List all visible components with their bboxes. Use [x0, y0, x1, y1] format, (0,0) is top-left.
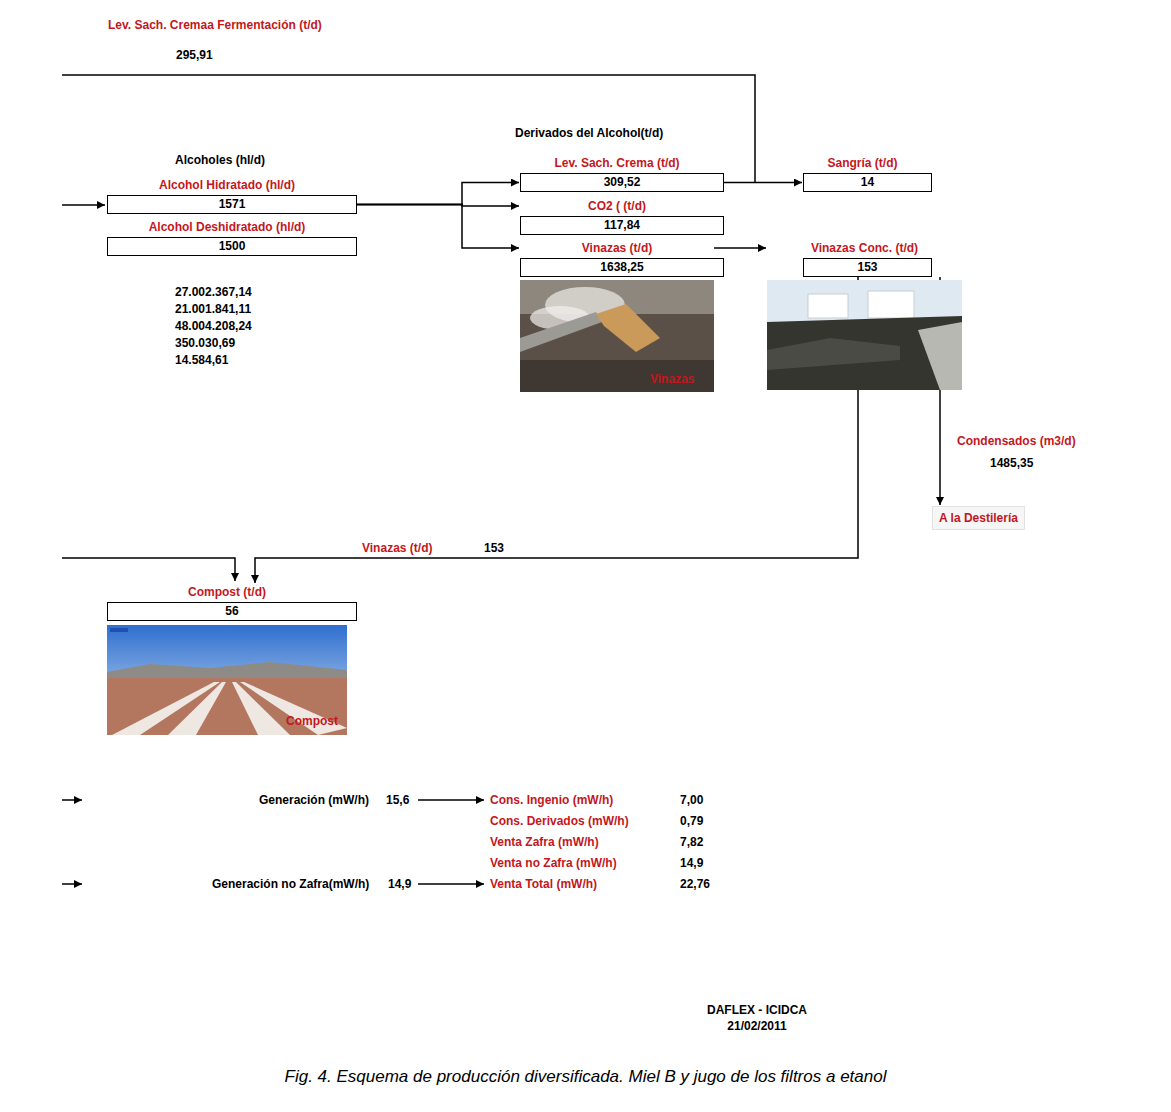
destination-label: A la Destilería [932, 506, 1025, 530]
tank [808, 294, 848, 318]
box-heading: Vinazas Conc. (t/d) [767, 240, 962, 256]
photo-ground [767, 316, 962, 390]
value-box: Alcohol Hidratado (hl/d)1571 [107, 177, 347, 214]
energy-label: Venta Zafra (mW/h) [490, 835, 599, 849]
value-label: 22,76 [680, 877, 710, 891]
value-box: Vinazas Conc. (t/d) 153 [767, 240, 962, 277]
figure-caption: Fig. 4. Esquema de producción diversific… [0, 1066, 1171, 1088]
value-field: 1500 [107, 237, 357, 256]
date-label: 21/02/2011 [727, 1019, 786, 1033]
compost-photo [107, 625, 347, 735]
value-box: Vinazas (t/d)1638,25 [520, 240, 714, 277]
value-box: Lev. Sach. Crema (t/d)309,52 [520, 155, 714, 192]
photo-ground [520, 360, 714, 392]
value-field: 117,84 [520, 216, 724, 235]
value-box: CO2 ( (t/d)117,84 [520, 198, 714, 235]
box-heading: CO2 ( (t/d) [520, 198, 714, 214]
box-heading: Alcohol Hidratado (hl/d) [107, 177, 347, 193]
value-label: 27.002.367,14 [175, 285, 252, 299]
vinazas-conc-photo [767, 280, 962, 390]
value-field: 309,52 [520, 173, 724, 192]
box-heading: Vinazas (t/d) [520, 240, 714, 256]
value-label: 14.584,61 [175, 353, 228, 367]
photo-sky [767, 280, 962, 390]
compost-row [240, 682, 347, 735]
feed-arrow [62, 558, 235, 581]
box-heading: Alcohol Deshidratado (hl/d) [107, 219, 347, 235]
energy-label: Venta no Zafra (mW/h) [490, 856, 617, 870]
photo-sky [107, 625, 347, 735]
value-field: 1638,25 [520, 258, 724, 277]
feed-arrow [62, 883, 82, 885]
hills [107, 662, 347, 680]
group-heading: Derivados del Alcohol(t/d) [515, 126, 663, 140]
energy-label: Cons. Derivados (mW/h) [490, 814, 629, 828]
energy-label: Generación (mW/h) [259, 793, 369, 807]
photo-ground [918, 322, 962, 390]
photo-ground [520, 280, 714, 392]
box-heading: Sangría (t/d) [803, 155, 922, 171]
photo-caption: Compost [286, 714, 338, 728]
value-label: 295,91 [176, 48, 213, 62]
value-field: 56 [107, 602, 357, 621]
value-label: 21.001.841,11 [175, 302, 251, 316]
flow-arrow [714, 247, 766, 249]
flow-arrow [347, 183, 519, 205]
value-label: 1485,35 [990, 456, 1033, 470]
energy-label: Venta Total (mW/h) [490, 877, 597, 891]
stream [596, 304, 660, 352]
value-box: Alcohol Deshidratado (hl/d)1500 [107, 219, 347, 256]
value-label: 7,82 [680, 835, 703, 849]
value-label: 7,00 [680, 793, 703, 807]
feed-line [62, 75, 755, 183]
logo [110, 628, 128, 632]
value-label: 153 [484, 541, 504, 555]
flow-label: Vinazas (t/d) [360, 541, 434, 555]
box-heading: Lev. Sach. Crema (t/d) [520, 155, 714, 171]
value-label: 48.004.208,24 [175, 319, 252, 333]
flow-arrow [714, 182, 802, 184]
value-label: 14,9 [388, 877, 411, 891]
vinazas-photo [520, 280, 714, 392]
photo-ground [107, 678, 347, 735]
value-label: 15,6 [386, 793, 409, 807]
value-field: 14 [803, 173, 932, 192]
photo-caption: Vinazas [650, 372, 694, 386]
credit-label: DAFLEX - ICIDCA [707, 1003, 807, 1017]
value-box: Compost (t/d)56 [107, 584, 347, 621]
flow-label: Condensados (m3/d) [955, 434, 1078, 448]
flow-arrow [418, 883, 484, 885]
value-field: 153 [803, 258, 932, 277]
tank [868, 291, 914, 318]
flow-arrow [347, 205, 519, 249]
box-heading: Compost (t/d) [107, 584, 347, 600]
flow-arrow [418, 799, 484, 801]
value-label: 0,79 [680, 814, 703, 828]
compost-row [168, 682, 226, 735]
group-heading: Alcoholes (hl/d) [175, 153, 265, 167]
feed-arrow [62, 799, 82, 801]
value-box: Sangría (t/d)14 [803, 155, 922, 192]
value-label: 350.030,69 [175, 336, 235, 350]
energy-label: Generación no Zafra(mW/h) [212, 877, 369, 891]
photo-ground [767, 338, 900, 370]
energy-label: Cons. Ingenio (mW/h) [490, 793, 613, 807]
destination-box: A la Destilería [932, 506, 1025, 530]
feed-arrow [62, 204, 105, 206]
value-label: 14,9 [680, 856, 703, 870]
note-label: Lev. Sach. Cremaa Fermentación (t/d) [108, 18, 322, 32]
value-field: 1571 [107, 195, 357, 214]
pipe [520, 312, 602, 352]
